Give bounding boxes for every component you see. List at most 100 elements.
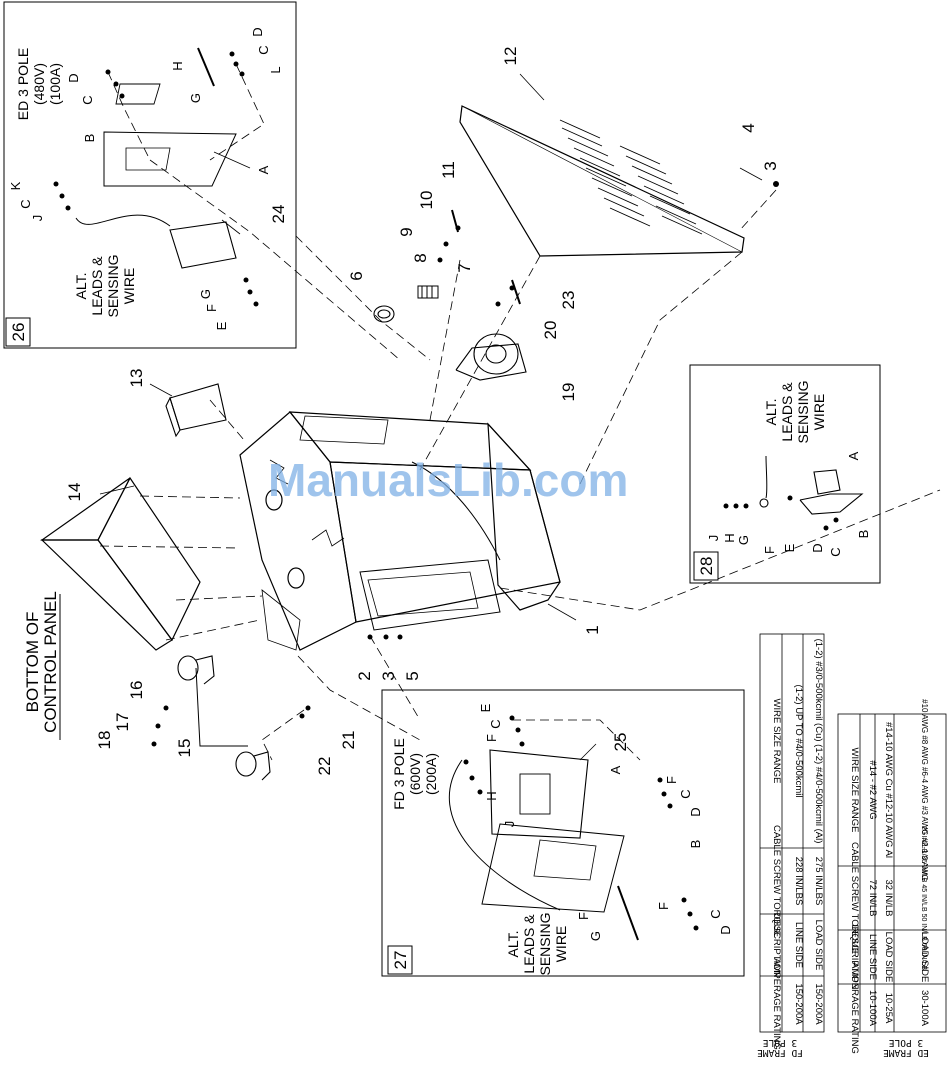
panel-26-alt-1: ALT. [73, 273, 89, 300]
control-panel-bottom [40, 476, 201, 651]
panel-27-alt-1: ALT. [505, 931, 521, 958]
ed-r1-torque: 72 IN/LB [867, 880, 878, 917]
ed-r2-torque: 32 IN/LB [883, 880, 894, 917]
panel-28-letter-c: C [828, 547, 843, 556]
leader-lines [99, 73, 763, 761]
ed-header-torque: CABLE SCREW TORQUE [849, 842, 860, 954]
panel-28-alt-4: WIRE [811, 394, 827, 431]
panel-27-labels: 27 FD 3 POLE (600V) (200A) ALT. LEADS & … [387, 703, 733, 976]
panel-28-letter-h: H [722, 533, 737, 542]
part-19 [455, 333, 527, 381]
callout-11: 11 [439, 161, 458, 179]
panel-26-number-box [5, 317, 31, 347]
callout-12: 12 [501, 47, 520, 66]
callout-2: 2 [355, 671, 374, 680]
callout-8: 8 [411, 253, 430, 262]
panel-27-letter-f3: F [656, 902, 671, 910]
ed-header-description: DESCRIPTION [849, 925, 860, 990]
callout-15: 15 [175, 739, 194, 758]
panel-26-letter-g2: G [198, 289, 213, 299]
fd-r2-amp: 150-200A [813, 983, 824, 1025]
ed-r3-wire: #10 AWG #8 AWG #6-4 AWG #3 AWG #2-1/0 AW… [920, 699, 929, 881]
assembly-lines [99, 63, 941, 761]
panel-28-letter-j: J [706, 535, 721, 542]
panel-26-title-2: (480V) [31, 63, 47, 105]
fd-r1-desc: LINE SIDE [793, 922, 804, 968]
panel-27-letter-b: B [688, 840, 703, 849]
hardware-dots [53, 51, 839, 931]
panel-26-letter-d: D [66, 73, 81, 82]
panel-26-title-3: (100A) [47, 63, 63, 105]
fd-header-wire: WIRE SIZE RANGE [771, 699, 782, 784]
panel-27-letter-e: E [478, 703, 493, 712]
panel-26-letter-c2: C [256, 45, 271, 54]
ed-header-amperage: AMPERAGE RATING [849, 962, 860, 1054]
callout-16: 16 [127, 681, 146, 700]
panel-28-letter-a: A [846, 451, 861, 460]
callout-5: 5 [403, 671, 422, 680]
panel-27-letter-h: H [484, 791, 499, 800]
callout-25: 25 [611, 733, 630, 752]
callout-14: 14 [65, 483, 84, 502]
panel-28-letter-g: G [736, 535, 751, 545]
panel-26-letter-g: G [188, 93, 203, 103]
callout-21: 21 [339, 731, 358, 750]
ed-frame-label-2: 3 POLE [889, 1037, 924, 1048]
louvered-cover [459, 105, 745, 257]
panel-26-letter-f: F [204, 304, 219, 312]
panel-27-letter-j: J [502, 821, 517, 828]
panel-27-letter-a: A [608, 765, 623, 774]
part-6-ring [373, 305, 395, 323]
panel-27-title-2: (600V) [407, 753, 423, 795]
fd-r2-torque: 275 IN/LBS [813, 857, 824, 906]
panel-26-breaker [103, 83, 237, 269]
part-13 [165, 383, 227, 438]
panel-26-letter-a: A [256, 165, 271, 174]
fd-frame-table: AMPERAGE RATING DESCRIPTION CABLE SCREW … [757, 633, 825, 1058]
bottom-label-line-2: CONTROL PANEL [41, 591, 60, 733]
panel-28-alt-1: ALT. [763, 399, 779, 426]
panel-27-title-3: (200A) [423, 753, 439, 795]
fd-r1-amp: 150-200A [793, 983, 804, 1025]
main-enclosure [239, 411, 561, 651]
ed-r3-torque: 20 IN/LB 36 IN/LB 45 IN/LB 50 IN/LB 60 I… [920, 826, 927, 970]
callout-17: 17 [113, 713, 132, 732]
fd-r2-desc: LOAD SIDE [813, 920, 824, 971]
part-15-clamps [177, 655, 271, 781]
panel-27-alt-4: WIRE [553, 926, 569, 963]
panel-28-letter-b: B [856, 530, 871, 539]
panel-26-letter-c3: C [18, 199, 33, 208]
panel-27-title-1: FD 3 POLE [391, 738, 407, 810]
panel-26-letter-e: E [214, 321, 229, 330]
ed-r2-desc: LOAD SIDE [883, 932, 894, 983]
fd-header-torque: CABLE SCREW TORQUE [771, 825, 782, 937]
watermark: ManualsLib.com [268, 454, 628, 506]
panel-28-labels: 28 ALT. LEADS & SENSING WIRE A J H G F E… [693, 380, 871, 581]
panel-26-letter-k: K [8, 181, 23, 190]
panel-26-letter-h: H [170, 61, 185, 70]
callout-13: 13 [127, 369, 146, 388]
panel-26-letter-j: J [30, 215, 45, 222]
panel-28-alt-3: SENSING [795, 380, 811, 443]
rods [197, 47, 639, 941]
sensing-wires [75, 214, 768, 911]
panel-27-letter-f: F [484, 734, 499, 742]
panel-27-breaker [481, 749, 625, 913]
panel-28-number-box [693, 551, 719, 581]
panel-28-bracket [759, 469, 864, 515]
panel-28-letter-d: D [810, 543, 825, 552]
panel-26-alt-3: SENSING [105, 254, 121, 317]
fd-r2-wire: (1-2) #3/0-500kcmil (Cu) (1-2) #4/0-500k… [813, 639, 824, 844]
ed-r2-amp: 10-25A [883, 993, 894, 1024]
ed-r2-wire: #14-10 AWG Cu #12-10 AWG Al [883, 722, 894, 858]
fd-header-description: DESCRIPTION [771, 913, 782, 978]
panel-26-letter-c: C [80, 95, 95, 104]
panel-26-number: 26 [9, 323, 28, 342]
panel-27-letter-d: D [688, 807, 703, 816]
ed-frame-table: AMPERAGE RATING DESCRIPTION CABLE SCREW … [837, 699, 947, 1058]
callout-9: 9 [397, 227, 416, 236]
panel-27-alt-2: LEADS & [521, 914, 537, 974]
fd-header-amperage: AMPERAGE RATING [771, 958, 782, 1050]
panel-28-letter-e: E [782, 543, 797, 552]
